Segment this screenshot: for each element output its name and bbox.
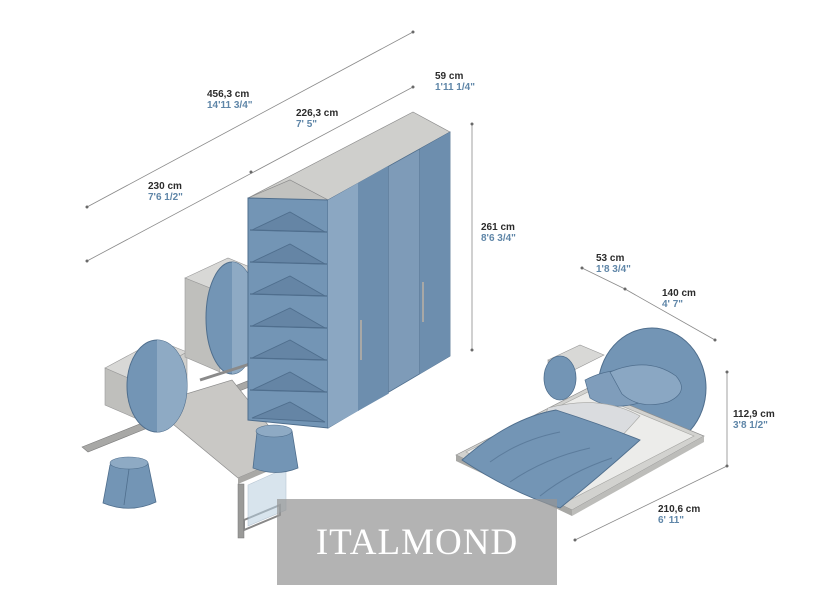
label-bed-height-cm: 112,9 cm — [733, 409, 775, 420]
label-bed-length: 210,6 cm 6' 11" — [658, 504, 700, 526]
watermark: ITALMOND — [277, 499, 557, 585]
dimension-ticks — [85, 30, 729, 542]
label-bed-width-in: 4' 7" — [662, 299, 684, 310]
label-bed-height-in: 3'8 1/2" — [733, 420, 768, 431]
dim-line-nightstand-depth — [581, 267, 626, 290]
label-bed-width-cm: 140 cm — [662, 288, 696, 299]
stool-back — [252, 424, 299, 473]
label-wardrobe-depth-cm: 59 cm — [435, 71, 464, 82]
label-nightstand-depth: 53 cm 1'8 3/4" — [596, 253, 631, 275]
label-bed-length-cm: 210,6 cm — [658, 504, 701, 515]
wardrobe — [247, 111, 451, 429]
label-total-width-cm: 456,3 cm — [207, 89, 250, 100]
label-desk-width-in: 7'6 1/2" — [148, 192, 183, 203]
label-total-width-in: 14'11 3/4" — [207, 100, 253, 111]
nightstand-oval — [543, 355, 577, 401]
dim-line-bed-width — [624, 288, 716, 341]
duvet — [461, 409, 641, 509]
label-wardrobe-width-cm: 226,3 cm — [296, 108, 339, 119]
label-bed-height: 112,9 cm 3'8 1/2" — [733, 409, 775, 431]
tall-cabinet — [184, 257, 263, 382]
desk-leg — [237, 483, 245, 539]
label-wardrobe-height: 261 cm 8'6 3/4" — [481, 222, 516, 244]
label-wardrobe-width-in: 7' 5" — [296, 119, 318, 130]
label-wardrobe-height-in: 8'6 3/4" — [481, 233, 516, 244]
pillow-2 — [609, 364, 682, 405]
dim-line-bed-length — [574, 465, 728, 541]
label-wardrobe-depth: 59 cm 1'11 1/4" — [435, 71, 475, 93]
dim-line-desk-wardrobe — [86, 86, 414, 262]
dim-line-total-width — [86, 31, 414, 208]
stool-front — [102, 456, 157, 509]
wardrobe-shelf-lines — [249, 229, 328, 393]
label-total-width: 456,3 cm 14'11 3/4" — [207, 89, 253, 111]
label-bed-width: 140 cm 4' 7" — [662, 288, 696, 310]
label-wardrobe-width: 226,3 cm 7' 5" — [296, 108, 338, 130]
low-cabinet — [104, 339, 188, 433]
label-wardrobe-height-cm: 261 cm — [481, 222, 515, 233]
wardrobe-shelves — [251, 211, 326, 423]
label-nightstand-depth-cm: 53 cm — [596, 253, 625, 264]
bed — [455, 327, 707, 516]
watermark-text: ITALMOND — [315, 521, 519, 563]
label-wardrobe-depth-in: 1'11 1/4" — [435, 82, 475, 93]
wardrobe-handles — [360, 282, 424, 360]
dimension-lines — [86, 31, 728, 541]
label-desk-width-cm: 230 cm — [148, 181, 182, 192]
label-nightstand-depth-in: 1'8 3/4" — [596, 264, 631, 275]
label-desk-width: 230 cm 7'6 1/2" — [148, 181, 183, 203]
label-bed-length-in: 6' 11" — [658, 515, 685, 526]
